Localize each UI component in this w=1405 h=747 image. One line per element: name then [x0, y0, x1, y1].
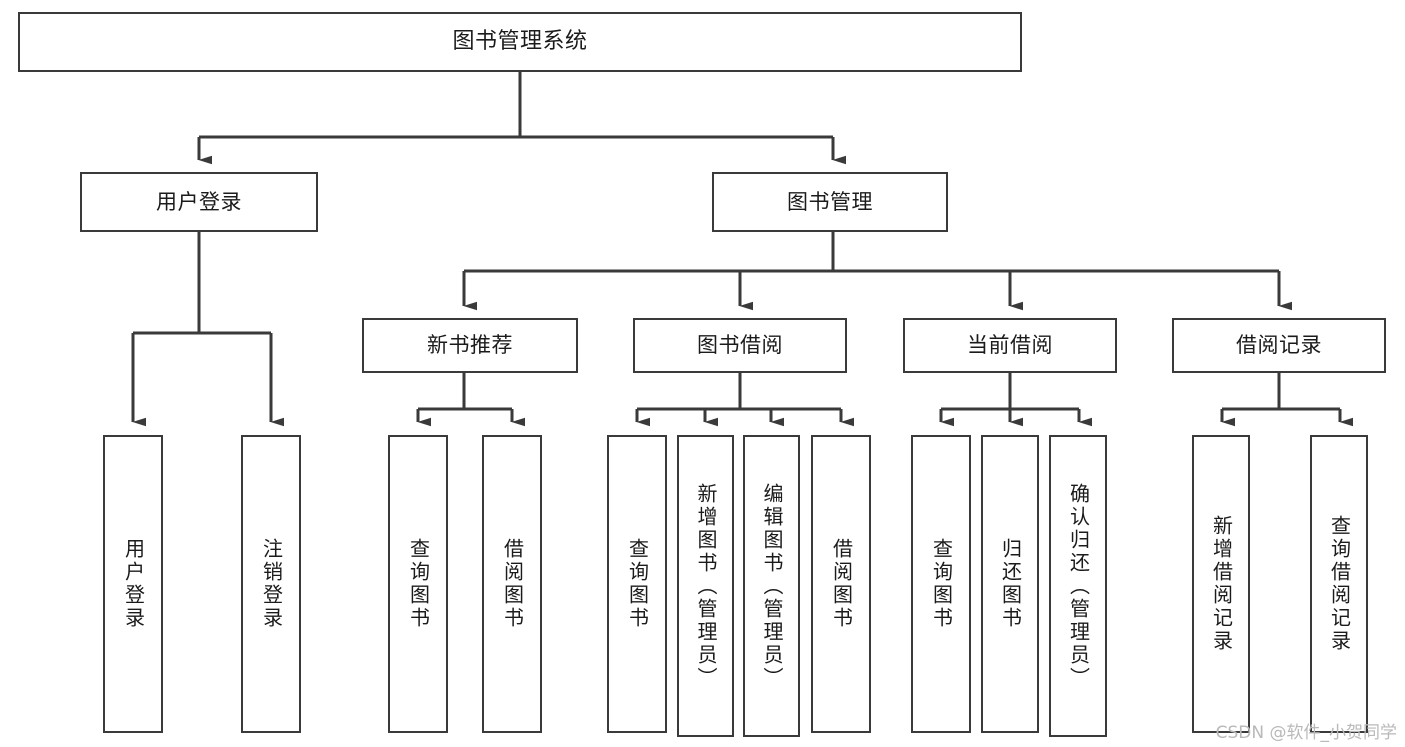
- node-label: 图书管理: [787, 189, 873, 214]
- node-label: 新增借阅记录: [1209, 515, 1234, 653]
- node-book-management[interactable]: 图书管理: [712, 172, 948, 232]
- node-label: 借阅图书: [500, 538, 525, 630]
- node-label: 当前借阅: [967, 333, 1053, 358]
- node-label: 注销登录: [259, 538, 284, 630]
- node-current-borrow[interactable]: 当前借阅: [903, 318, 1117, 373]
- node-label: 查询图书: [406, 538, 431, 630]
- node-leaf-query-book-current[interactable]: 查询图书: [911, 435, 971, 733]
- node-leaf-borrow-book-newbook[interactable]: 借阅图书: [482, 435, 542, 733]
- node-root-library-system[interactable]: 图书管理系统: [18, 12, 1022, 72]
- node-leaf-add-borrow-record[interactable]: 新增借阅记录: [1192, 435, 1250, 733]
- node-label: 查询图书: [625, 538, 650, 630]
- node-label: 图书管理系统: [452, 28, 588, 54]
- node-leaf-confirm-return-admin[interactable]: 确认归还（管理员）: [1049, 435, 1107, 737]
- node-label: 新增图书（管理员）: [694, 482, 718, 690]
- node-leaf-query-borrow-record[interactable]: 查询借阅记录: [1310, 435, 1368, 733]
- node-label: 借阅记录: [1236, 333, 1322, 358]
- node-book-borrow[interactable]: 图书借阅: [633, 318, 847, 373]
- node-label: 归还图书: [998, 538, 1023, 630]
- node-label: 查询借阅记录: [1327, 515, 1352, 653]
- node-label: 确认归还（管理员）: [1066, 482, 1091, 690]
- node-label: 查询图书: [929, 538, 954, 630]
- node-label: 新书推荐: [427, 333, 513, 358]
- node-label: 用户登录: [156, 189, 242, 214]
- node-leaf-edit-book-admin[interactable]: 编辑图书（管理员）: [743, 435, 800, 737]
- node-borrow-record[interactable]: 借阅记录: [1172, 318, 1386, 373]
- node-leaf-return-book[interactable]: 归还图书: [981, 435, 1039, 733]
- csdn-watermark: CSDN @软件_小贺同学: [1215, 723, 1397, 743]
- node-leaf-logout[interactable]: 注销登录: [241, 435, 301, 733]
- node-leaf-add-book-admin[interactable]: 新增图书（管理员）: [677, 435, 734, 737]
- node-leaf-user-login[interactable]: 用户登录: [103, 435, 163, 733]
- node-user-login[interactable]: 用户登录: [80, 172, 318, 232]
- node-label: 用户登录: [121, 538, 146, 630]
- node-label: 借阅图书: [829, 538, 854, 630]
- node-leaf-query-book-newbook[interactable]: 查询图书: [388, 435, 448, 733]
- node-label: 图书借阅: [697, 333, 783, 358]
- node-leaf-borrow-book[interactable]: 借阅图书: [811, 435, 871, 733]
- node-new-book-recommend[interactable]: 新书推荐: [362, 318, 578, 373]
- node-leaf-query-book-borrow[interactable]: 查询图书: [607, 435, 667, 733]
- node-label: 编辑图书（管理员）: [760, 482, 784, 690]
